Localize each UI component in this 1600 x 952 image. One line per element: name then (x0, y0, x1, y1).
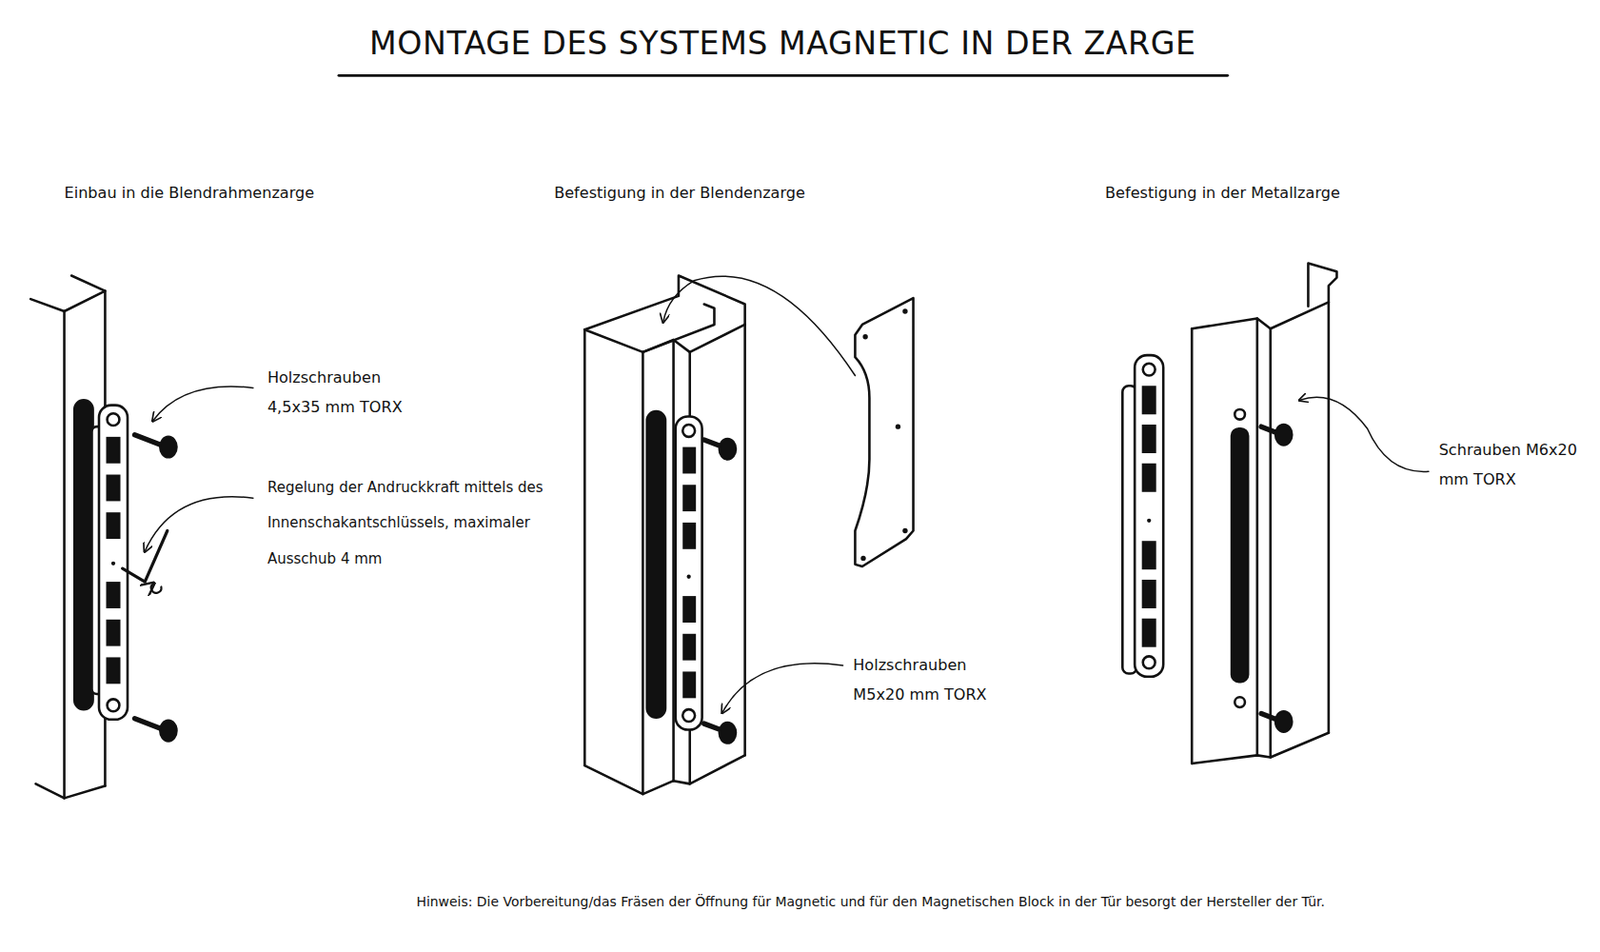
adjustment-note: Regelung der Andruckkraft mittels des In… (267, 469, 559, 577)
section-heading: Befestigung in der Blendenzarge (553, 183, 881, 204)
title: MONTAGE DES SYSTEMS MAGNETIC IN DER ZARG… (369, 22, 1196, 64)
screw-callout: Holzschrauben 4,5x35 mm TORX (267, 363, 421, 422)
screw-callout: Schrauben M6x20 mm TORX (1439, 435, 1593, 494)
footnote: Hinweis: Die Vorbereitung/das Fräsen der… (415, 893, 1580, 911)
screw-callout: Holzschrauben M5x20 mm TORX (852, 651, 1007, 710)
section-heading: Befestigung in der Metallzarge (1105, 183, 1432, 204)
section-heading: Einbau in die Blendrahmenzarge (64, 183, 372, 204)
